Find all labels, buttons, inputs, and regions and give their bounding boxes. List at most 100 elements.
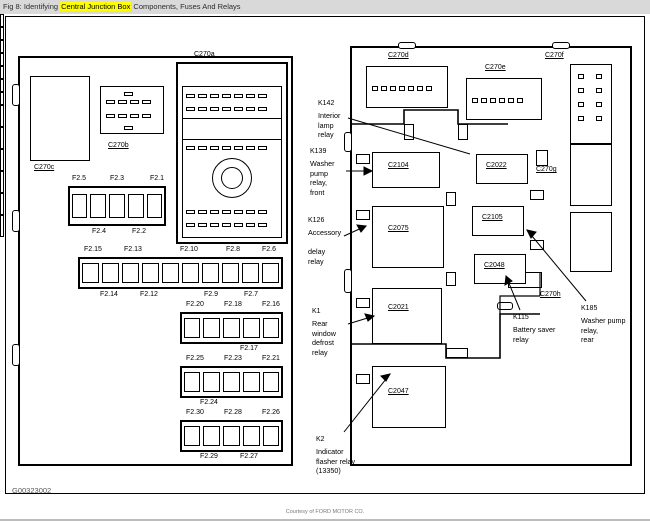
- diagram-frame: [5, 16, 645, 494]
- fuse-slot[interactable]: [242, 263, 260, 283]
- diagram-canvas: C270c C270b C270a: [0, 14, 650, 505]
- module-c2048[interactable]: [474, 254, 526, 284]
- fuse-slot[interactable]: [203, 372, 221, 392]
- connector-label-c270d: C270d: [388, 52, 409, 59]
- fuse-slot[interactable]: [141, 263, 159, 283]
- fuse-slot[interactable]: [183, 426, 201, 446]
- connector-pin-row: [186, 146, 267, 150]
- connector-pin-row: [186, 94, 267, 98]
- callout-text-k126: Accessory delay relay: [308, 228, 342, 266]
- fuse-row-4: [180, 366, 283, 398]
- connector-label-c270c: C270c: [34, 164, 55, 171]
- fuse-row-2: [78, 257, 283, 289]
- fuse-label: F2.16: [262, 301, 280, 308]
- fuse-slot[interactable]: [183, 372, 201, 392]
- connector-label-c270e: C270e: [485, 64, 506, 71]
- connector-c270a-hub-inner: [221, 167, 243, 189]
- connector-pin: [198, 94, 207, 98]
- connector-pin: [0, 171, 4, 193]
- left-panel-tab: [12, 344, 20, 366]
- fuse-slot[interactable]: [223, 426, 240, 446]
- bus-bracket: [446, 192, 456, 206]
- connector-pin: [234, 107, 243, 111]
- module-label-c2048: C2048: [484, 262, 505, 269]
- connector-pin: [118, 114, 127, 118]
- module-c2105[interactable]: [472, 206, 524, 236]
- fuse-slot[interactable]: [242, 318, 260, 338]
- fuse-slot[interactable]: [202, 263, 220, 283]
- connector-pin: [186, 210, 195, 214]
- connector-pin: [198, 210, 207, 214]
- connector-pin: [0, 27, 4, 40]
- fuse-slot[interactable]: [161, 263, 179, 283]
- fuse-slot[interactable]: [242, 426, 260, 446]
- connector-tab: [398, 42, 416, 49]
- fuse-slot[interactable]: [222, 263, 240, 283]
- fuse-slot[interactable]: [109, 193, 125, 219]
- fuse-label: F2.18: [224, 301, 242, 308]
- connector-pin: [417, 86, 423, 91]
- fuse-label: F2.21: [262, 355, 280, 362]
- fuse-label: F2.14: [100, 291, 118, 298]
- connector-pin: [0, 40, 4, 53]
- fuse-slot[interactable]: [262, 426, 280, 446]
- module-c2075[interactable]: [372, 206, 444, 268]
- connector-pin: [246, 94, 255, 98]
- module-c2047[interactable]: [372, 366, 446, 428]
- fuse-slot[interactable]: [81, 263, 99, 283]
- connector-pin: [508, 98, 514, 103]
- fuse-label: F2.5: [72, 175, 87, 182]
- caption-suffix: Components, Fuses And Relays: [131, 2, 241, 11]
- callout-text-k185: Washer pump relay, rear: [581, 316, 626, 344]
- bus-bracket: [356, 298, 370, 308]
- fuse-slot[interactable]: [203, 426, 221, 446]
- connector-pin: [106, 100, 115, 104]
- fuse-slot[interactable]: [101, 263, 119, 283]
- fuse-slot[interactable]: [262, 263, 280, 283]
- fuse-slot[interactable]: [90, 193, 107, 219]
- connector-pin: [142, 114, 151, 118]
- connector-pin: [578, 116, 584, 121]
- connector-pin: [130, 114, 139, 118]
- module-c2104[interactable]: [372, 152, 440, 188]
- fuse-label: F2.29: [200, 453, 218, 460]
- connector-pin: [124, 126, 133, 130]
- fuse-slot[interactable]: [146, 193, 163, 219]
- module-label-c2104: C2104: [388, 162, 409, 169]
- fuse-slot[interactable]: [181, 263, 200, 283]
- fuse-slot[interactable]: [262, 318, 280, 338]
- connector-c270f-body: [570, 64, 612, 144]
- bus-bracket: [530, 240, 544, 250]
- fuse-label: F2.10: [180, 246, 198, 253]
- fuse-label: F2.1: [150, 175, 165, 182]
- fuse-slot[interactable]: [223, 318, 240, 338]
- fuse-slot[interactable]: [121, 263, 139, 283]
- connector-pin: [210, 210, 219, 214]
- callout-code-k2: K2: [316, 436, 325, 443]
- connector-pin: [106, 114, 115, 118]
- connector-c270d-body: [366, 66, 448, 108]
- fuse-slot[interactable]: [242, 372, 260, 392]
- connector-tab: [552, 42, 570, 49]
- fuse-slot[interactable]: [262, 372, 280, 392]
- fuse-label: F2.8: [226, 246, 241, 253]
- caption-highlight: Central Junction Box: [60, 2, 132, 11]
- connector-pin: [210, 107, 219, 111]
- module-c2021[interactable]: [372, 288, 442, 344]
- bus-bracket: [356, 374, 370, 384]
- fuse-slot[interactable]: [71, 193, 88, 219]
- fuse-slot[interactable]: [203, 318, 221, 338]
- connector-pin: [234, 223, 243, 227]
- module-c2022[interactable]: [476, 154, 528, 184]
- connector-pin: [246, 223, 255, 227]
- connector-pin: [124, 92, 133, 96]
- fuse-slot[interactable]: [183, 318, 201, 338]
- fuse-label: F2.2: [132, 228, 147, 235]
- fuse-slot[interactable]: [127, 193, 144, 219]
- fuse-slot[interactable]: [223, 372, 240, 392]
- connector-pin: [142, 100, 151, 104]
- fuse-label: F2.28: [224, 409, 242, 416]
- module-label-c2075: C2075: [388, 225, 409, 232]
- connector-pin: [222, 210, 231, 214]
- connector-pin: [258, 210, 267, 214]
